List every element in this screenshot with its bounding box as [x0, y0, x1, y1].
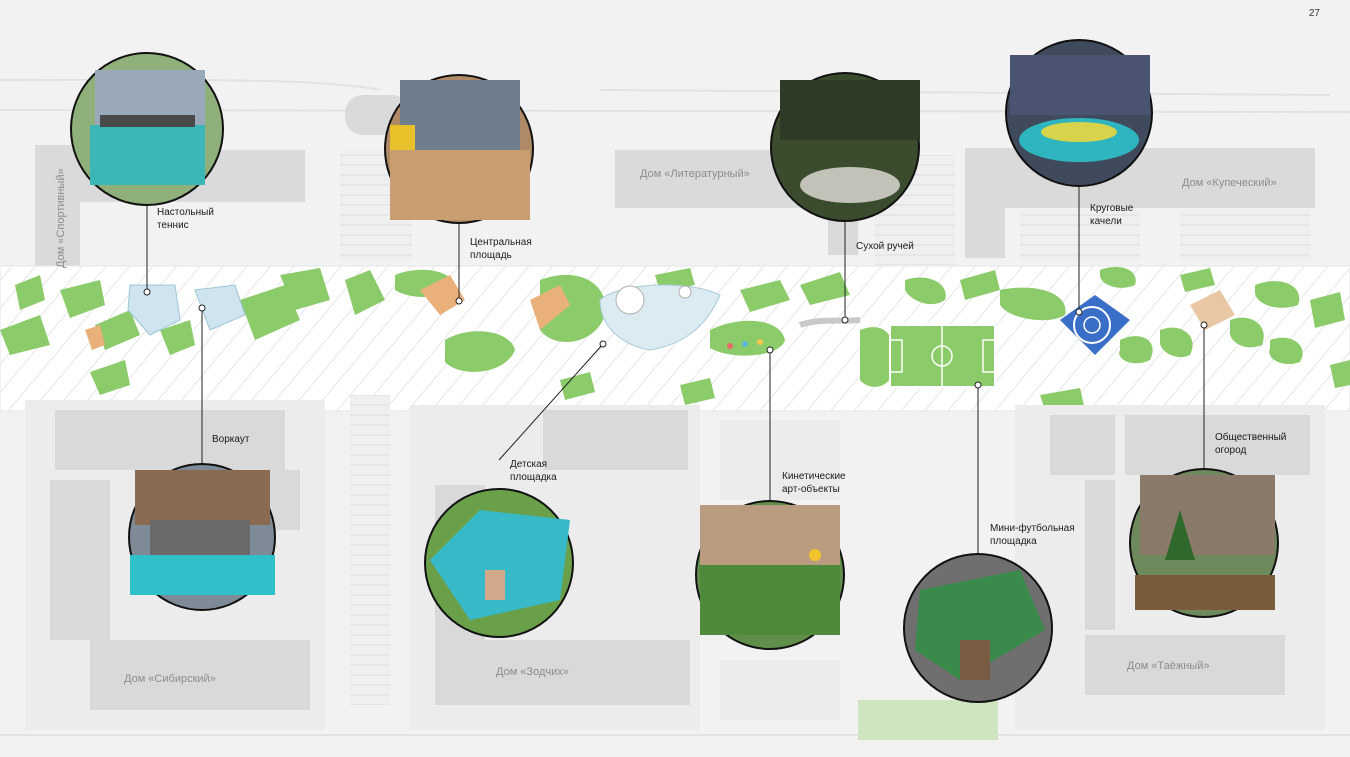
label-dry-stream: Сухой ручей — [856, 241, 914, 252]
garden-area — [1190, 290, 1235, 330]
photo-dry-stream — [770, 72, 920, 222]
label-kinetic-art: Кинетические арт-объекты — [782, 471, 846, 495]
central-square-area — [85, 275, 570, 350]
building-label-taezhny: Дом «Таёжный» — [1127, 660, 1210, 672]
label-table-tennis: Настольный теннис — [157, 207, 214, 231]
building-label-zodchiy: Дом «Зодчих» — [496, 666, 569, 678]
photo-kinetic-art — [695, 500, 845, 650]
building-label-literaturny: Дом «Литературный» — [640, 168, 750, 180]
photo-mini-football — [903, 553, 1053, 703]
kids-playground-area — [599, 284, 721, 351]
label-workout: Воркаут — [212, 434, 250, 445]
label-community-garden: Общественный огород — [1215, 432, 1287, 456]
photo-community-garden — [1129, 468, 1279, 618]
label-central-square: Центральная площадь — [470, 237, 532, 261]
photo-kids-playground — [424, 488, 574, 638]
photo-central-square — [384, 74, 534, 224]
kinetic-objects — [727, 339, 763, 349]
background-outlines — [0, 78, 1350, 736]
greenery — [0, 266, 1350, 740]
leader-lines — [143, 185, 1208, 555]
label-kids-playground: Детская площадка — [510, 459, 557, 483]
building-label-sportivny: Дом «Спортивный» — [55, 168, 67, 268]
photo-table-tennis — [70, 52, 224, 206]
photo-round-swings — [1005, 39, 1153, 187]
building-label-sibirsky: Дом «Сибирский» — [124, 673, 216, 685]
page-number: 27 — [1308, 8, 1320, 19]
dry-stream — [799, 317, 861, 328]
label-round-swings: Круговые качели — [1090, 203, 1134, 227]
photo-workout — [128, 463, 276, 611]
label-mini-football: Мини-футбольная площадка — [990, 523, 1075, 547]
table-tennis-area — [127, 284, 246, 336]
football-field — [889, 324, 996, 388]
building-label-kupechesky: Дом «Купеческий» — [1182, 177, 1277, 189]
bottom-parking — [350, 395, 840, 720]
